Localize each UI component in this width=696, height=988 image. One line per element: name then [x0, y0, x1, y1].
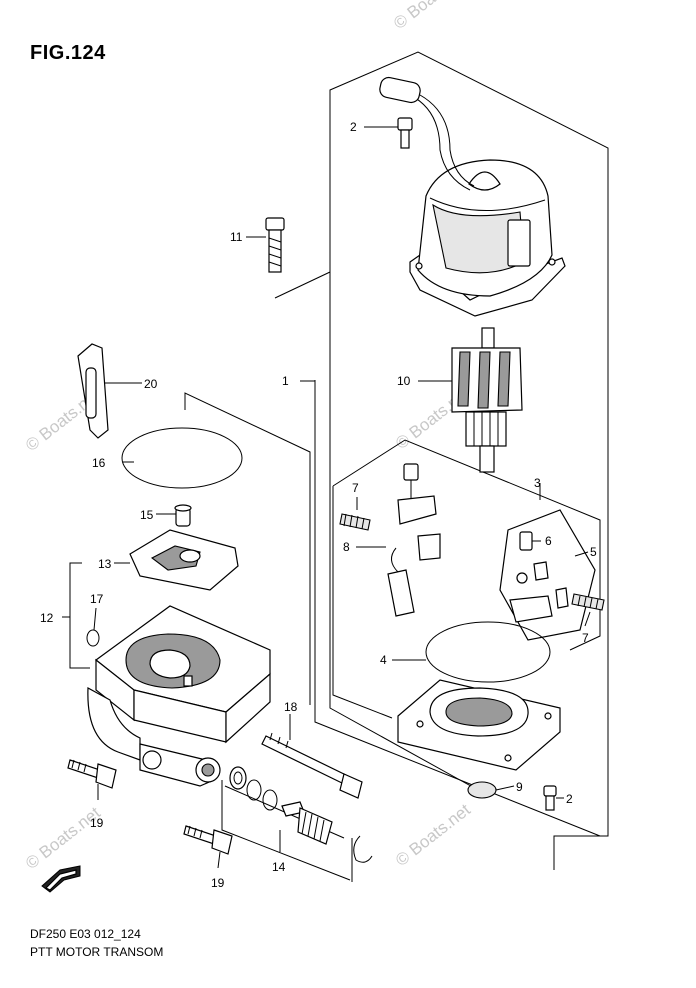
callout-3: 3	[534, 476, 541, 490]
stopper-15	[174, 504, 192, 527]
callout-13: 13	[98, 557, 112, 571]
bolt-2-bottom	[543, 785, 557, 811]
assembly-outline-3	[332, 439, 601, 719]
bolt-19-bottom	[183, 825, 233, 855]
bolt-19-top	[67, 759, 117, 789]
o-ring-16	[121, 427, 243, 489]
callout-20: 20	[144, 377, 158, 391]
callout-14: 14	[272, 860, 286, 874]
callout-1: 1	[282, 374, 289, 388]
callout-9: 9	[516, 780, 523, 794]
motor-base	[397, 679, 561, 771]
callout-18: 18	[284, 700, 298, 714]
assembly-outline-1	[274, 51, 609, 870]
callout-2: 2	[566, 792, 573, 806]
callout-7: 7	[352, 481, 359, 495]
callout-10: 10	[397, 374, 411, 388]
callout-19: 19	[90, 816, 104, 830]
armature	[451, 327, 523, 473]
clip-20	[77, 343, 109, 439]
leader-lines	[62, 126, 591, 869]
brush-holder-left	[339, 463, 441, 617]
callout-12: 12	[40, 611, 54, 625]
plate-13	[129, 529, 239, 591]
callout-6: 6	[545, 534, 552, 548]
assembly-outline-14	[221, 780, 353, 882]
pump-body	[87, 605, 271, 787]
bolt-11	[265, 217, 285, 273]
bolt-2-top	[397, 117, 413, 149]
bolt-18	[261, 732, 363, 799]
o-ring-4	[425, 621, 551, 683]
callout-19: 19	[211, 876, 225, 890]
bush-9	[467, 781, 497, 799]
figure-title: FIG.124	[30, 42, 106, 64]
motor-housing	[379, 76, 566, 317]
o-ring-17	[86, 629, 100, 647]
callout-4: 4	[380, 653, 387, 667]
assembly-outline-12	[69, 392, 311, 705]
callout-16: 16	[92, 456, 106, 470]
forward-arrow-icon	[41, 865, 81, 893]
callout-11: 11	[230, 230, 243, 244]
callout-15: 15	[140, 508, 154, 522]
callout-5: 5	[590, 545, 597, 559]
diagram-name: PTT MOTOR TRANSOM	[30, 945, 164, 959]
callout-17: 17	[90, 592, 104, 606]
diagram-code: DF250 E03 012_124	[30, 927, 141, 941]
brush-holder-right	[499, 509, 605, 641]
callout-2: 2	[350, 120, 357, 134]
callout-8: 8	[343, 540, 350, 554]
callout-7: 7	[582, 631, 589, 645]
valve-kit-14	[229, 766, 373, 863]
